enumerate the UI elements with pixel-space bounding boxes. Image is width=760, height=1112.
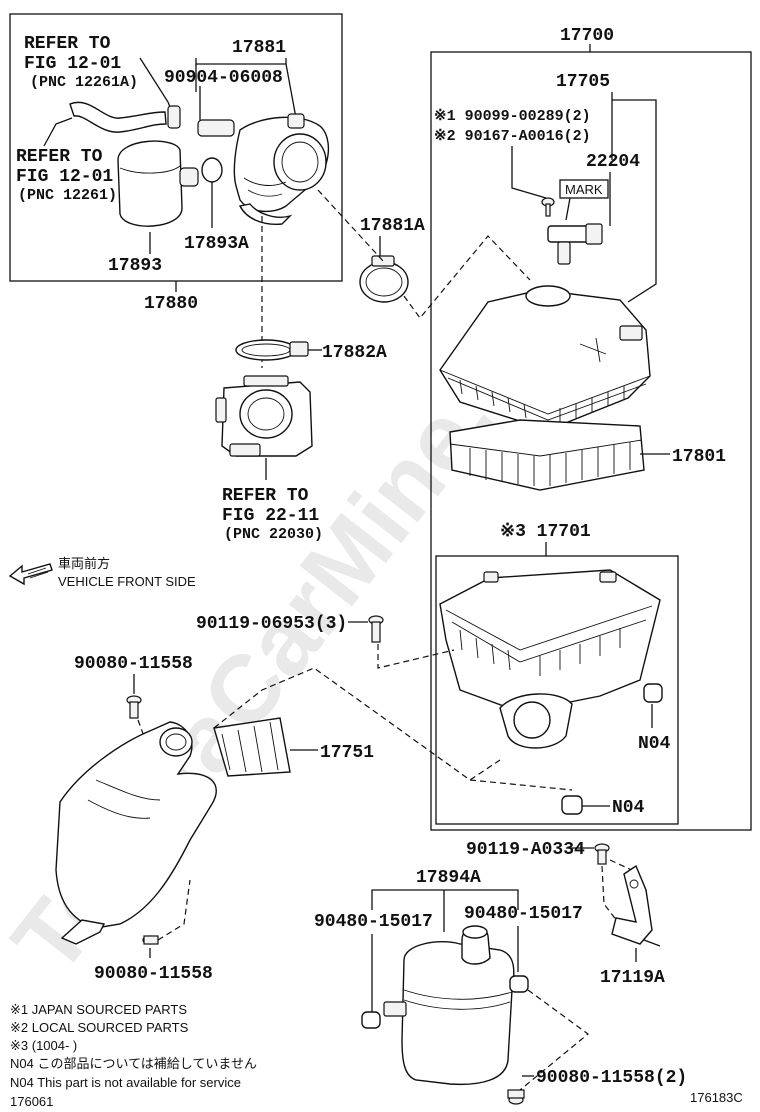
bolt-icon xyxy=(507,1089,525,1105)
vehicle-front-arrow-icon xyxy=(8,563,53,586)
label-17893: 17893 xyxy=(108,256,162,276)
group-box-17701 xyxy=(435,555,679,825)
label-90119-06953: 90119-06953(3) xyxy=(196,614,347,634)
clamp-17882A xyxy=(235,339,297,361)
refer-a-line3: (PNC 12261A) xyxy=(30,74,138,91)
note-n04-en: N04 This part is not available for servi… xyxy=(10,1075,241,1090)
bolt-icon xyxy=(594,843,610,865)
grommet-n04-b xyxy=(561,795,583,815)
label-90119-A0334: 90119-A0334 xyxy=(466,840,585,860)
mark-text: MARK xyxy=(565,182,603,197)
label-17119A: 17119A xyxy=(600,968,665,988)
label-17893A: 17893A xyxy=(184,234,249,254)
label-22204: 22204 xyxy=(586,152,640,172)
footer-right-code: 176183C xyxy=(690,1090,743,1105)
label-90080-11558-bottom: 90080-11558 xyxy=(94,964,213,984)
label-90080-11558-2: 90080-11558(2) xyxy=(536,1068,687,1088)
bolt-icon xyxy=(126,695,142,719)
note-n04-jp: N04 この部品については補給していません xyxy=(10,1056,257,1071)
label-90480-15017-right: 90480-15017 xyxy=(464,904,583,924)
grommet-left xyxy=(361,1011,381,1029)
label-90080-11558-top: 90080-11558 xyxy=(74,654,193,674)
breather-hose xyxy=(69,101,167,133)
label-90099-00289: ※1 90099-00289(2) xyxy=(434,108,591,125)
label-17894A: 17894A xyxy=(416,868,481,888)
connector-tube xyxy=(197,119,235,137)
air-cleaner-cap xyxy=(439,285,651,431)
note-local-sourced: ※2 LOCAL SOURCED PARTS xyxy=(10,1020,189,1035)
screw-icon xyxy=(541,197,555,217)
note-3: ※3 (1004- ) xyxy=(10,1038,77,1053)
bolt-icon xyxy=(142,935,159,945)
vehicle-front-jp: 車両前方 xyxy=(58,556,110,571)
label-17705: 17705 xyxy=(556,72,610,92)
label-17751: 17751 xyxy=(320,743,374,763)
air-intake-duct-17751 xyxy=(55,717,291,945)
refer-b-line1: REFER TO xyxy=(16,147,103,167)
refer-b-line2: FIG 12-01 xyxy=(16,167,113,187)
vehicle-front-en: VEHICLE FRONT SIDE xyxy=(58,574,196,589)
refer-a-line1: REFER TO xyxy=(24,34,111,54)
label-90904-06008: 90904-06008 xyxy=(164,68,283,88)
label-90480-15017-left: 90480-15017 xyxy=(314,912,433,932)
mark-callout xyxy=(559,179,609,199)
bolt-icon xyxy=(368,615,384,643)
resonator-neck xyxy=(179,167,199,187)
air-filter-element xyxy=(449,419,645,491)
label-n04-a: N04 xyxy=(638,734,671,754)
label-17801: 17801 xyxy=(672,447,726,467)
grommet-n04-a xyxy=(643,683,663,703)
bracket-17119A xyxy=(611,864,661,947)
label-17701: ※3 17701 xyxy=(500,522,591,542)
resonator-17893 xyxy=(117,140,183,227)
footer-left-code: 176061 xyxy=(10,1094,53,1109)
air-cleaner-case xyxy=(439,569,661,749)
refer-c-line3: (PNC 22030) xyxy=(224,526,323,543)
refer-c-line2: FIG 22-11 xyxy=(222,506,319,526)
label-17880: 17880 xyxy=(144,294,198,314)
grommet-right xyxy=(509,975,529,993)
label-17881A: 17881A xyxy=(360,216,425,236)
group-box-17700 xyxy=(430,51,752,831)
refer-b-line3: (PNC 12261) xyxy=(18,187,117,204)
clamp-17893A xyxy=(201,157,223,183)
note-japan-sourced: ※1 JAPAN SOURCED PARTS xyxy=(10,1002,187,1017)
refer-a-line2: FIG 12-01 xyxy=(24,54,121,74)
throttle-body xyxy=(215,375,313,457)
label-90167-A0016: ※2 90167-A0016(2) xyxy=(434,128,591,145)
label-17881: 17881 xyxy=(232,38,286,58)
mass-air-flow-sensor xyxy=(547,223,603,265)
resonator-17894A xyxy=(383,925,515,1086)
label-n04-b: N04 xyxy=(612,798,645,818)
refer-c-line1: REFER TO xyxy=(222,486,309,506)
label-17882A: 17882A xyxy=(322,343,387,363)
hose-clamp xyxy=(167,105,181,129)
label-17700: 17700 xyxy=(560,26,614,46)
hose-tab xyxy=(287,113,305,129)
